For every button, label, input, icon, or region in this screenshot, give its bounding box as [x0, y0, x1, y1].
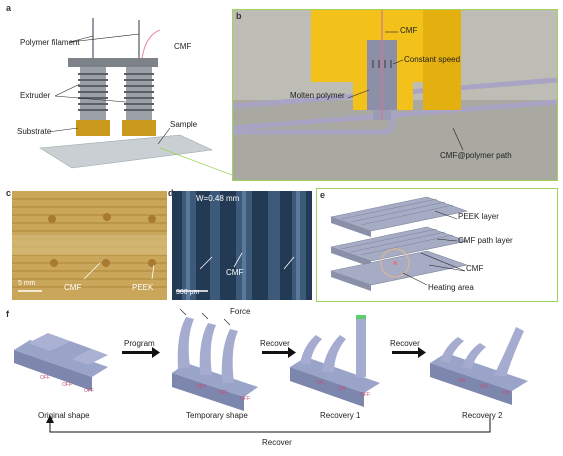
panel-b-letter: b [236, 11, 242, 21]
panel-e-frame [316, 188, 558, 302]
label-cmf-path-layer: CMF path layer [458, 236, 513, 245]
printer-illustration [39, 18, 232, 176]
label-width: W=0.48 mm [196, 194, 240, 203]
label-peek-c: PEEK [132, 283, 154, 292]
switch-rec1-3: OFF [360, 392, 370, 398]
label-heating-area: Heating area [428, 283, 474, 292]
label-recovery-2: Recovery 2 [462, 411, 503, 420]
panel-a-letter: a [6, 3, 12, 13]
label-cmf-d: CMF [226, 268, 244, 277]
label-polymer-filament: Polymer filament [20, 38, 80, 47]
label-cmf-a: CMF [174, 42, 192, 51]
label-scale-5mm: 5 mm [18, 280, 36, 287]
recovery1-shape-beams [290, 315, 380, 407]
panel-e-letter: e [320, 190, 326, 200]
label-scale-300um: 300 μm [176, 289, 200, 296]
label-cmf-e: CMF [466, 264, 484, 273]
switch-rec1-2: ON [338, 386, 346, 392]
switch-original-1: OFF [40, 375, 50, 381]
switch-temp-3: OFF [240, 396, 250, 402]
micrograph-photo [172, 191, 312, 300]
label-recover-bottom: Recover [262, 438, 292, 447]
label-constant-speed: Constant speed [404, 55, 461, 64]
label-cmf-b: CMF [400, 26, 418, 35]
original-shape-beams [14, 333, 108, 391]
label-substrate: Substrate [17, 127, 52, 136]
label-cmf-polymer-path: CMF@polymer path [440, 151, 512, 160]
switch-rec1-1: ON [316, 380, 324, 386]
switch-original-3: OFF [84, 388, 94, 394]
label-force: Force [230, 307, 251, 316]
switch-rec2-3: ON [502, 390, 510, 396]
label-temporary-shape: Temporary shape [186, 411, 248, 420]
panel-d-letter: d [168, 188, 174, 198]
panel-b-frame [232, 9, 558, 181]
label-cmf-c: CMF [64, 283, 82, 292]
recovery2-shape-beams [430, 327, 528, 405]
switch-temp-1: OFF [196, 384, 206, 390]
layer-stack-illustration [329, 196, 469, 291]
label-recover-1: Recover [260, 339, 290, 348]
switch-rec2-2: ON [480, 384, 488, 390]
panel-f-letter: f [6, 309, 9, 319]
switch-temp-2: OFF [218, 390, 228, 396]
label-original-shape: Original shape [38, 411, 90, 420]
shape-memory-sequence [14, 308, 528, 433]
label-sample: Sample [170, 120, 198, 129]
label-molten-polymer: Molten polymer [290, 91, 345, 100]
nozzle-illustration [233, 10, 557, 180]
label-recovery-1: Recovery 1 [320, 411, 361, 420]
panel-c-letter: c [6, 188, 12, 198]
label-extruder: Extruder [20, 91, 51, 100]
label-program: Program [124, 339, 155, 348]
peek-sample-photo [12, 191, 167, 300]
label-peek-layer: PEEK layer [458, 212, 499, 221]
switch-original-2: OFF [62, 382, 72, 388]
temporary-shape-beams [172, 308, 258, 411]
label-recover-2: Recover [390, 339, 420, 348]
switch-rec2-1: ON [458, 378, 466, 384]
